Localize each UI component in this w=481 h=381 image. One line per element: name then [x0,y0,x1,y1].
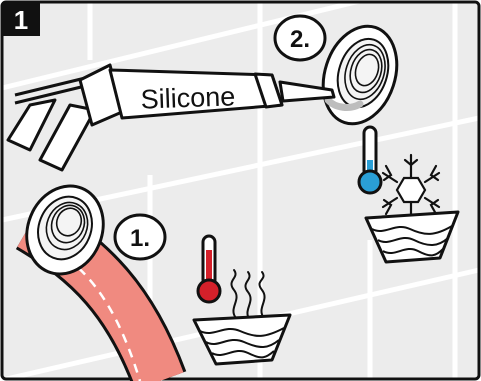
wall-outlet-1 [25,184,105,276]
cold-thermometer-icon [357,125,383,195]
step-number: 1 [14,5,28,35]
step-2-label: 2. [290,26,310,53]
steam-icon [230,269,266,321]
hot-water-basin [192,313,292,366]
step-number-badge: 1 [2,2,40,36]
silicone-gun: Silicone [6,63,336,172]
step-2-badge: 2. [273,14,327,62]
step-1-badge: 1. [113,213,167,261]
tube-label: Silicone [140,81,236,114]
cold-water-basin [364,210,460,264]
snowflake-icon [381,153,441,227]
step-1-label: 1. [130,225,150,252]
hot-thermometer-icon [196,234,222,304]
wall-outlet-2 [321,24,399,126]
